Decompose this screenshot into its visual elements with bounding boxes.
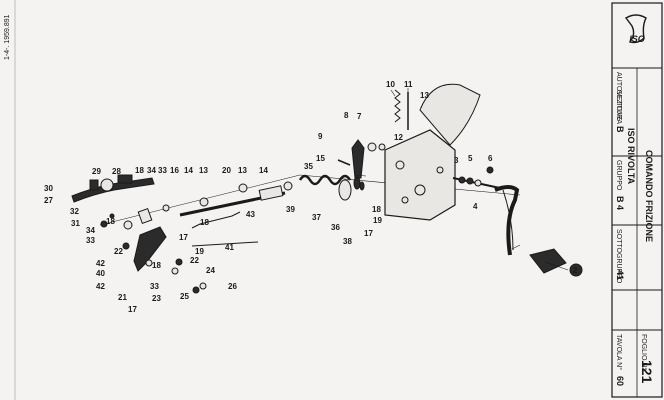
part-number-18-right: 18 [372, 205, 381, 214]
part-number-32: 32 [70, 207, 79, 216]
part-number-31: 31 [71, 219, 80, 228]
part-number-3: 3 [454, 156, 459, 165]
section-label: SEZIONE [615, 90, 622, 121]
part-number-25: 25 [180, 292, 189, 301]
part-number-10: 10 [386, 80, 395, 89]
part-number-19: 19 [195, 247, 204, 256]
part-number-11: 11 [404, 80, 413, 89]
part-number-30: 30 [44, 184, 53, 193]
group-label: GRUPPO [615, 160, 622, 191]
group-value: B 4 [615, 196, 625, 210]
part-number-41: 41 [225, 243, 234, 252]
part-number-43: 43 [246, 210, 255, 219]
part-number-2: 2 [573, 266, 578, 275]
part-number-20: 20 [222, 166, 231, 175]
part-number-8: 8 [344, 111, 349, 120]
sheet-label: FOGLIO N° [640, 334, 648, 370]
part-number-22: 22 [114, 247, 123, 256]
part-number-37: 37 [312, 213, 321, 222]
part-number-5: 5 [468, 154, 473, 163]
section-value: B [615, 126, 625, 133]
part-number-27: 27 [44, 196, 53, 205]
part-number-33-bottom: 33 [150, 282, 159, 291]
iso-logo: ISO [624, 14, 647, 44]
part-number-9: 9 [318, 132, 323, 141]
part-number-14-right: 14 [259, 166, 268, 175]
part-number-42-low: 42 [96, 282, 105, 291]
part-number-33: 33 [86, 236, 95, 245]
part-number-4: 4 [473, 202, 478, 211]
part-number-15: 15 [316, 154, 325, 163]
part-number-13: 13 [199, 166, 208, 175]
part-number-34-top: 34 [147, 166, 156, 175]
part-number-17-right: 17 [364, 229, 373, 238]
part-number-14: 14 [184, 166, 193, 175]
part-number-16: 16 [170, 166, 179, 175]
part-number-17: 17 [179, 233, 188, 242]
margin-note: 1-4-. 1959.891 [4, 14, 11, 60]
part-number-18: 18 [135, 166, 144, 175]
part-number-6: 6 [488, 154, 493, 163]
part-number-18-mid: 18 [200, 218, 209, 227]
subgroup-label: SOTTOGRUPPO [615, 229, 622, 284]
part-number-18-low: 18 [152, 261, 161, 270]
part-number-13-mid: 13 [238, 166, 247, 175]
part-number-1: 1 [507, 244, 512, 253]
part-number-18-left: 18 [106, 217, 115, 226]
part-number-26: 26 [228, 282, 237, 291]
callouts [354, 88, 569, 271]
part-number-19-right: 19 [373, 216, 382, 225]
plate-label: TAVOLA N° [615, 334, 623, 370]
subgroup-value: 41 [615, 270, 625, 280]
part-number-13-top: 13 [420, 91, 429, 100]
part-number-38: 38 [343, 237, 352, 246]
part-number-17-bottom: 17 [128, 305, 137, 314]
part-number-42: 42 [96, 259, 105, 268]
part-number-12: 12 [394, 133, 403, 142]
part-number-24: 24 [206, 266, 215, 275]
title-block: ISO AUTOVETTURA ISO RIVOLTA SEZIONE B CO… [611, 2, 663, 398]
part-number-33-top: 33 [158, 166, 167, 175]
part-number-39: 39 [286, 205, 295, 214]
plate-value: 60 [615, 376, 625, 386]
part-number-36: 36 [331, 223, 340, 232]
bracket-boss [419, 83, 481, 146]
part-number-23: 23 [152, 294, 161, 303]
automobile-label: AUTOVETTURA [615, 72, 622, 124]
part-number-34: 34 [86, 226, 95, 235]
sheet-value: 121 [639, 360, 655, 384]
part-number-28: 28 [112, 167, 121, 176]
clutch-control-assembly: 1 2 3 4 5 6 7 8 9 10 11 12 13 13 13 14 1… [44, 80, 583, 314]
pedal-bracket [384, 129, 456, 221]
part-number-7: 7 [357, 112, 362, 121]
part-number-29: 29 [92, 167, 101, 176]
drawing-title: COMANDO FRIZIONE [644, 150, 654, 242]
part-number-21: 21 [118, 293, 127, 302]
logo-text: ISO [629, 34, 645, 44]
part-number-22-mid: 22 [190, 256, 199, 265]
part-number-35: 35 [304, 162, 313, 171]
automobile-value: ISO RIVOLTA [626, 128, 636, 185]
part-number-40: 40 [96, 269, 105, 278]
